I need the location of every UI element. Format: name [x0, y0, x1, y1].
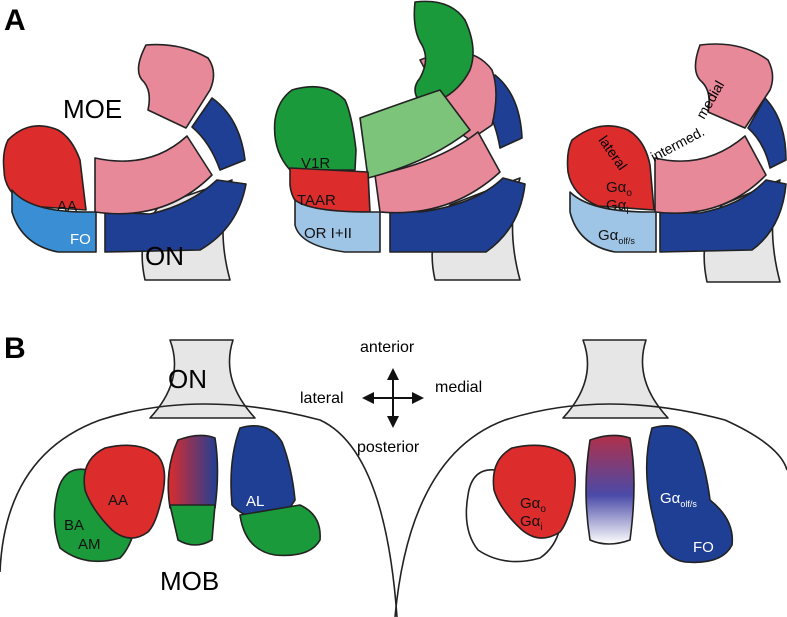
posterior-label: posterior — [357, 439, 420, 456]
intermed-label-a: intermed. — [648, 123, 707, 165]
arrow-down-icon — [387, 416, 399, 428]
panel-b-right: Gαo Gαi Gαolf/s FO — [394, 339, 787, 617]
arrow-up-icon — [387, 368, 399, 380]
aa-label-b: AA — [108, 492, 128, 509]
galpha-o-label-b: Gαo — [520, 495, 546, 515]
aa-zone-b — [83, 444, 166, 539]
taar-label: TAAR — [297, 192, 336, 209]
pink-zone-lower-middle — [374, 131, 501, 214]
on-label-b: ON — [168, 364, 207, 394]
panel-b-left: ON AA AL BA AM MOB — [0, 339, 398, 617]
on-stalk-b-left — [149, 339, 256, 419]
arrow-left-icon — [362, 392, 374, 404]
aa-zone-left — [2, 124, 87, 211]
go-gi-zone-a — [566, 124, 655, 211]
on-label-left: ON — [145, 241, 184, 271]
or-zone — [294, 199, 381, 253]
lightgreen-zone-middle — [359, 89, 471, 179]
panel-a-middle: V1R TAAR OR I+II — [273, 0, 526, 281]
navy-zone-upper-right — [747, 97, 787, 169]
gradient-zone-b-right — [585, 434, 635, 545]
v1r-zone — [273, 85, 357, 171]
am-label-b: AM — [78, 536, 101, 553]
galpha-i-label-b: Gαi — [520, 513, 543, 533]
mob-outline — [0, 403, 398, 617]
panel-a-right: lateral intermed. medial Gαo Gαi Gαolf/s — [566, 43, 787, 283]
pink-zone-lower-left — [94, 135, 213, 215]
golf-zone-b — [645, 425, 734, 564]
galpha-i-label-a: Gαi — [606, 197, 629, 217]
mob-label: MOB — [160, 566, 219, 596]
navy-zone-upper-left — [191, 97, 246, 171]
mob-outline-right — [394, 403, 787, 617]
navy-zone-lower-right — [659, 179, 787, 253]
panel-label-a: A — [4, 4, 26, 37]
gradient-zone-b-left — [167, 434, 219, 509]
arrow-right-icon — [412, 392, 424, 404]
panel-a-left: MOE AA FO ON — [2, 43, 247, 281]
on-stalk-b-right — [562, 339, 669, 419]
anterior-label: anterior — [360, 339, 415, 356]
go-gi-zone-b — [492, 444, 576, 539]
green-zone-b-right — [239, 504, 321, 557]
ba-label-b: BA — [64, 517, 84, 534]
galpha-o-label-a: Gαo — [606, 179, 632, 199]
panel-label-b: B — [4, 332, 26, 365]
fo-label-b: FO — [693, 539, 714, 556]
fo-label-left: FO — [70, 231, 91, 248]
golf-zone-a — [569, 191, 657, 253]
moe-label: MOE — [63, 94, 122, 124]
aa-label-left: AA — [57, 198, 77, 215]
navy-zone-lower-left — [104, 179, 247, 253]
navy-zone-lower-middle — [389, 177, 526, 253]
pink-zone-upper-right — [694, 43, 774, 129]
al-label-b: AL — [246, 493, 264, 510]
or-label: OR I+II — [304, 225, 352, 242]
fo-zone-left — [11, 189, 97, 253]
compass: anterior posterior lateral medial — [300, 339, 482, 456]
galpha-olfs-label-a: Gαolf/s — [598, 227, 635, 246]
pink-zone-lower-right — [654, 135, 767, 214]
lateral-label-b: lateral — [300, 390, 344, 407]
medial-label-b: medial — [435, 379, 482, 396]
pink-zone-upper-left — [137, 43, 215, 129]
v1r-label: V1R — [301, 155, 330, 172]
green-zone-b-mid — [169, 504, 216, 546]
galpha-olfs-label-b: Gαolf/s — [660, 490, 697, 509]
